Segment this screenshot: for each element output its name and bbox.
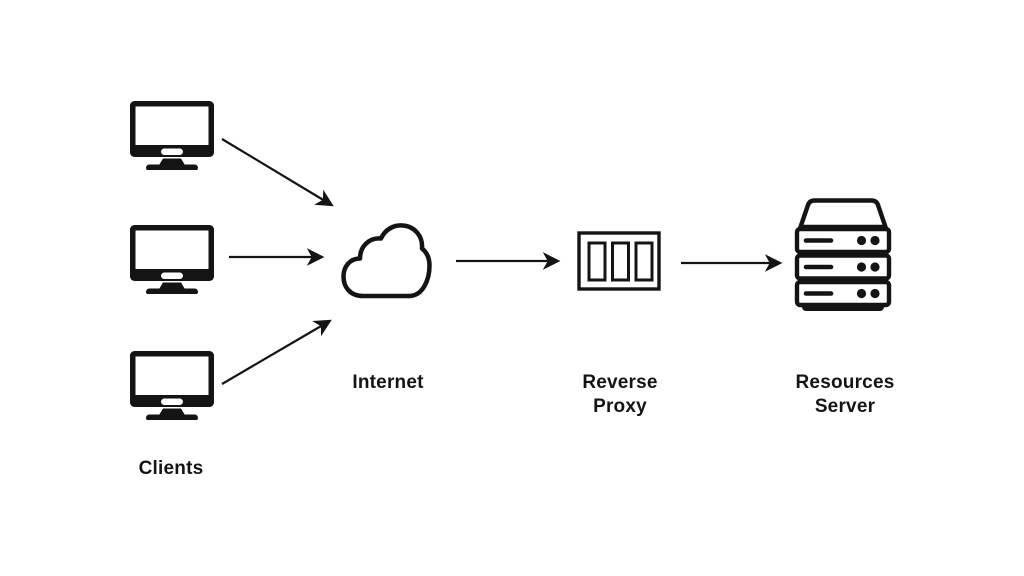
cloud-icon (341, 223, 432, 299)
arrow-client-3-to-internet (221, 319, 332, 385)
resources-server-label: Resources Server (795, 372, 895, 417)
client-monitor-icon-2 (130, 225, 214, 294)
server-stack-icon (794, 198, 892, 311)
clients-label: Clients (138, 458, 204, 479)
client-monitor-icon-1 (130, 101, 214, 170)
reverse-proxy-label: Reverse Proxy (582, 372, 658, 417)
proxy-panel-icon (577, 231, 661, 291)
arrow-client-1-to-internet (221, 138, 334, 207)
client-monitor-icon-3 (130, 351, 214, 420)
internet-label: Internet (352, 372, 424, 393)
